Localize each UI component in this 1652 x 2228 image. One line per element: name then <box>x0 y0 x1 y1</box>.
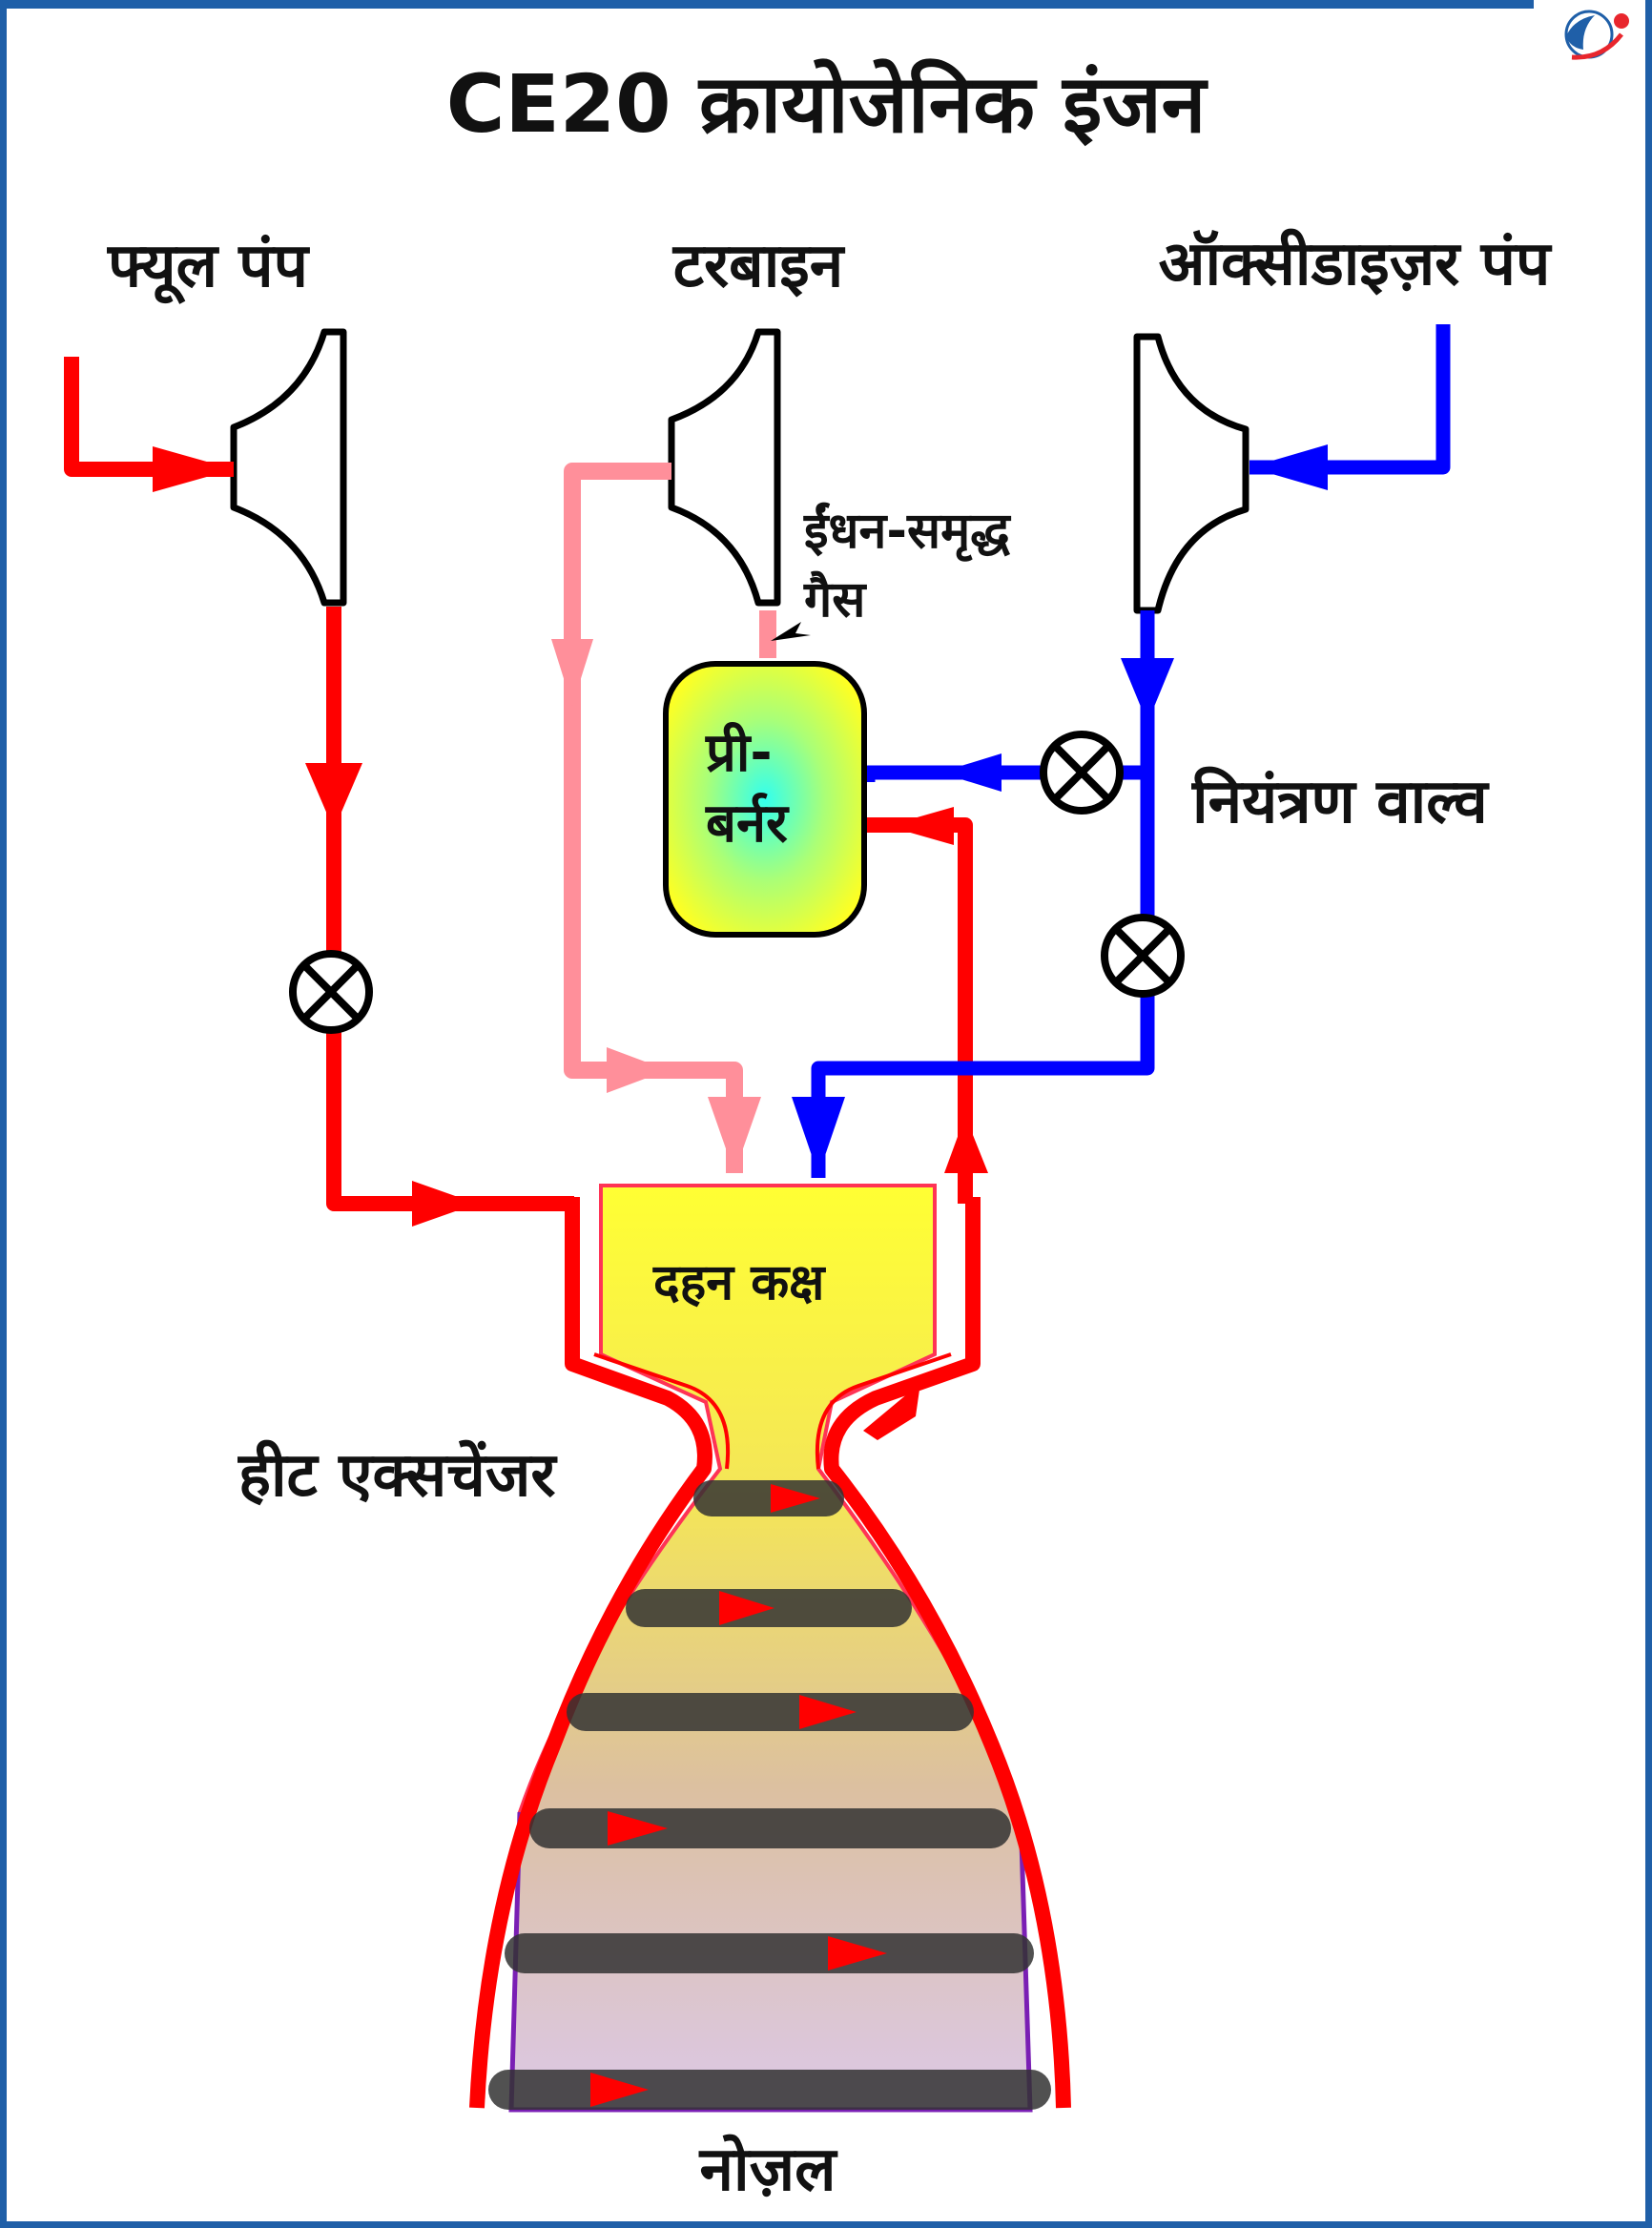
logo-icon <box>1564 10 1629 60</box>
top-border-bar <box>0 0 1534 9</box>
heat-exchanger-label: हीट एक्सचेंजर <box>237 1439 558 1511</box>
heat-exchanger-inner-walls <box>593 1352 952 1470</box>
preburner-label-line2: बर्नर <box>705 792 790 855</box>
preburner-label-line1: प्री- <box>705 721 773 784</box>
turbine-label: टरबाइन <box>672 231 846 301</box>
control-valve-lower-icon <box>1101 914 1185 998</box>
exhaust-flow-arrows <box>551 639 761 1173</box>
nozzle-label: नोज़ल <box>699 2134 839 2205</box>
oxidizer-line <box>811 324 1451 1178</box>
control-valve-label: नियंत्रण वाल्व <box>1191 766 1490 837</box>
preburner: प्री- बर्नर <box>663 661 867 938</box>
heat-exchanger-walls <box>469 1197 1071 2109</box>
flow-arrow-icon <box>153 446 988 1440</box>
fuel-rich-gas-label-line2: गैस <box>803 570 867 629</box>
turbine-icon <box>668 328 781 607</box>
oxidizer-flow-arrows <box>792 444 1328 1175</box>
cooling-bands <box>488 1480 1051 2110</box>
oxidizer-pump-label: ऑक्सीडाइज़र पंप <box>1159 228 1553 299</box>
oxidizer-pump-icon <box>1133 333 1249 614</box>
gas-pointer-arrow <box>771 622 811 641</box>
valve-icon <box>289 950 373 1034</box>
fuel-pump-label: फ्यूल पंप <box>107 231 311 304</box>
fuel-rich-gas-label-line1: ईंधन-समृद्ध <box>803 502 1011 562</box>
control-valve-upper-icon <box>1040 731 1124 815</box>
diagram-title: CE20 क्रायोजेनिक इंजन <box>446 57 1209 151</box>
combustion-chamber-label: दहन कक्ष <box>652 1254 826 1311</box>
cooling-flow-arrows <box>590 1484 887 2107</box>
fuel-pump-icon <box>230 328 347 607</box>
